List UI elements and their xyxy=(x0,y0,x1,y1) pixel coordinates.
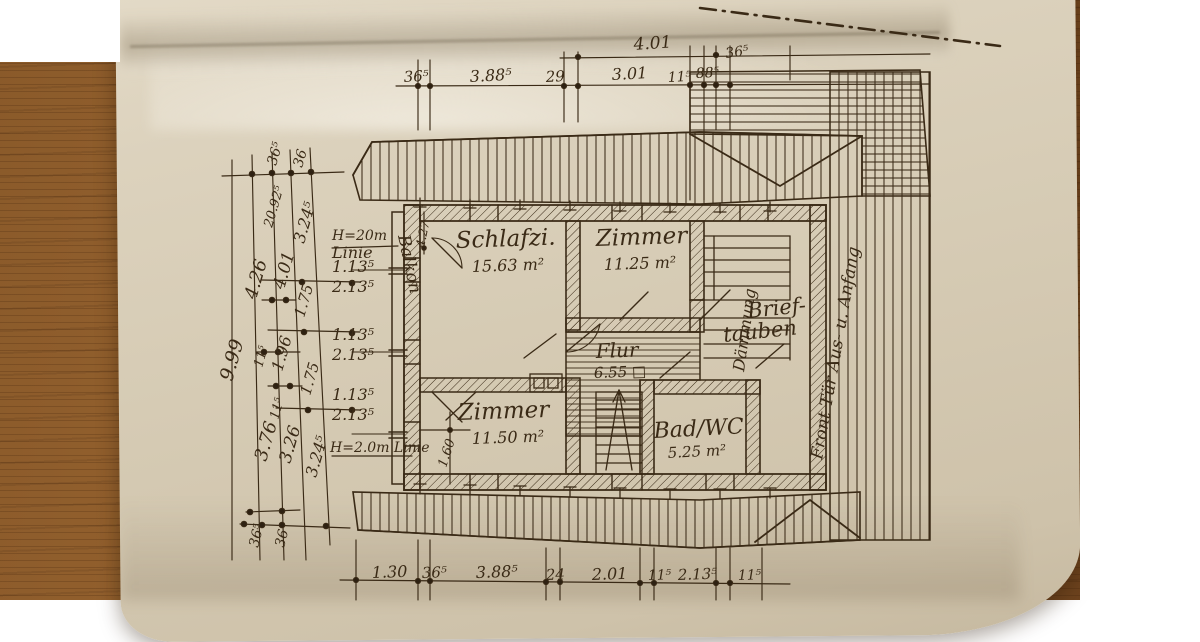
dimension-4-27 xyxy=(421,211,427,255)
interior-wall-stub xyxy=(689,299,705,333)
dim-bottom-3: 24 xyxy=(545,565,566,584)
window-height-2: 2.13⁵ xyxy=(331,345,375,364)
roof-valley-v xyxy=(689,133,863,188)
dim-1-60: 1.60 xyxy=(436,437,459,469)
dim-bottom-7: 11⁵ xyxy=(738,567,762,584)
note-h-20m: H=20m xyxy=(331,228,387,244)
dim-left-c4-3: 3.24⁵ xyxy=(302,433,332,479)
window-width-1: 1.13⁵ xyxy=(332,257,375,276)
window-openings-left xyxy=(403,257,421,447)
dim-top-1: 3.88⁵ xyxy=(469,65,513,86)
lower-stair-right xyxy=(703,317,791,361)
dim-4-27: 4.27 xyxy=(413,219,433,249)
dimension-lines-bottom xyxy=(339,539,791,601)
window-openings-top xyxy=(469,204,769,222)
dim-bottom-left-1: 36 xyxy=(272,528,292,549)
window-width-2: 1.13⁵ xyxy=(332,325,375,344)
dim-left-top-1: 36 xyxy=(290,147,310,169)
corridor-hatch xyxy=(565,331,701,437)
room-area-flur: 6.55 □ xyxy=(594,362,647,382)
window-height-1: 2.13⁵ xyxy=(331,277,375,296)
dim-left-c1-0: 9.99 xyxy=(216,337,249,384)
dimension-dots-top xyxy=(414,51,734,90)
outer-wall-top xyxy=(404,204,827,222)
room-label-zimmer-2: Zimmer xyxy=(456,397,551,426)
dim-top-4: 11⁵ xyxy=(667,69,692,86)
dimension-dots-bottom xyxy=(352,576,734,587)
roof-hatch-top xyxy=(352,131,863,205)
fixture-cabinet xyxy=(529,373,563,393)
interior-wall-horizontal-mid xyxy=(565,317,701,333)
dimension-1-60 xyxy=(419,411,471,485)
roof-peak-bottom xyxy=(754,498,861,543)
room-area-schlafzimmer: 15.63 m² xyxy=(471,254,544,276)
door-swings xyxy=(431,237,785,423)
dim-bottom-1: 36⁵ xyxy=(422,563,448,582)
dim-top-0: 36⁵ xyxy=(403,67,429,86)
floor-plan-drawing: Schlafzi. 15.63 m² Zimmer 11.25 m² Zimme… xyxy=(216,6,1002,601)
dim-top-3: 3.01 xyxy=(611,63,648,84)
dim-left-c4-2: 1.75 xyxy=(297,360,324,397)
balcony-strip xyxy=(391,211,405,485)
dim-bottom-4: 2.01 xyxy=(590,564,627,584)
window-openings-bottom xyxy=(469,473,735,491)
height-lines xyxy=(331,245,413,457)
dim-left-c3-2: 1.96 xyxy=(268,334,296,373)
room-label-zimmer-1: Zimmer xyxy=(594,223,689,252)
room-area-zimmer-1: 11.25 m² xyxy=(603,252,676,274)
roof-hatch-right xyxy=(829,71,931,541)
staircase xyxy=(595,389,643,475)
room-label-schlafzimmer: Schlafzi. xyxy=(455,225,556,254)
dim-left-top-0: 36⁵ xyxy=(264,140,286,167)
dim-top-6: 36⁵ xyxy=(724,43,750,62)
interior-wall-right-upper xyxy=(689,220,705,301)
dim-top-2: 29 xyxy=(544,67,565,86)
dim-left-c3-0: 20.92⁵ xyxy=(261,183,288,230)
note-h-2-0m-linie: H=2.0m Linie xyxy=(329,440,429,456)
top-left-white-margin xyxy=(0,0,120,62)
interior-wall-bad-top xyxy=(653,379,761,395)
dim-bottom-5: 11⁵ xyxy=(648,567,672,584)
centerline-top xyxy=(698,6,1002,48)
dimension-dots-left xyxy=(240,168,356,530)
interior-wall-vertical-center-top xyxy=(565,220,581,331)
room-area-zimmer-2: 11.50 m² xyxy=(471,426,544,448)
interior-wall-bad-right xyxy=(745,379,761,475)
outer-wall-bottom xyxy=(403,473,827,491)
dim-bottom-6: 2.13⁵ xyxy=(677,565,718,584)
dim-top-upper-0: 4.01 xyxy=(632,32,672,55)
room-label-flur: Flur xyxy=(594,337,640,363)
window-dim-leaders xyxy=(351,269,405,435)
window-height-3: 2.13⁵ xyxy=(331,405,375,424)
dim-bottom-2: 3.88⁵ xyxy=(475,562,518,582)
balcony-joints xyxy=(388,267,408,439)
room-label-bad-wc: Bad/WC xyxy=(652,414,745,444)
dim-left-c2-1: 11⁵ xyxy=(251,343,272,369)
window-width-3: 1.13⁵ xyxy=(332,385,375,404)
right-white-margin xyxy=(1080,0,1200,600)
dim-left-c4-1: 1.75 xyxy=(291,282,318,319)
room-area-bad-wc: 5.25 m² xyxy=(667,441,726,462)
dim-bottom-left-0: 36⁵ xyxy=(246,522,267,549)
dim-left-c3-3: 11⁵ xyxy=(267,395,288,421)
dim-bottom-0: 1.30 xyxy=(371,562,407,582)
note-linie: Linie xyxy=(331,243,373,262)
upper-stair-right xyxy=(703,235,791,301)
dim-top-5: 88⁵ xyxy=(695,65,720,82)
